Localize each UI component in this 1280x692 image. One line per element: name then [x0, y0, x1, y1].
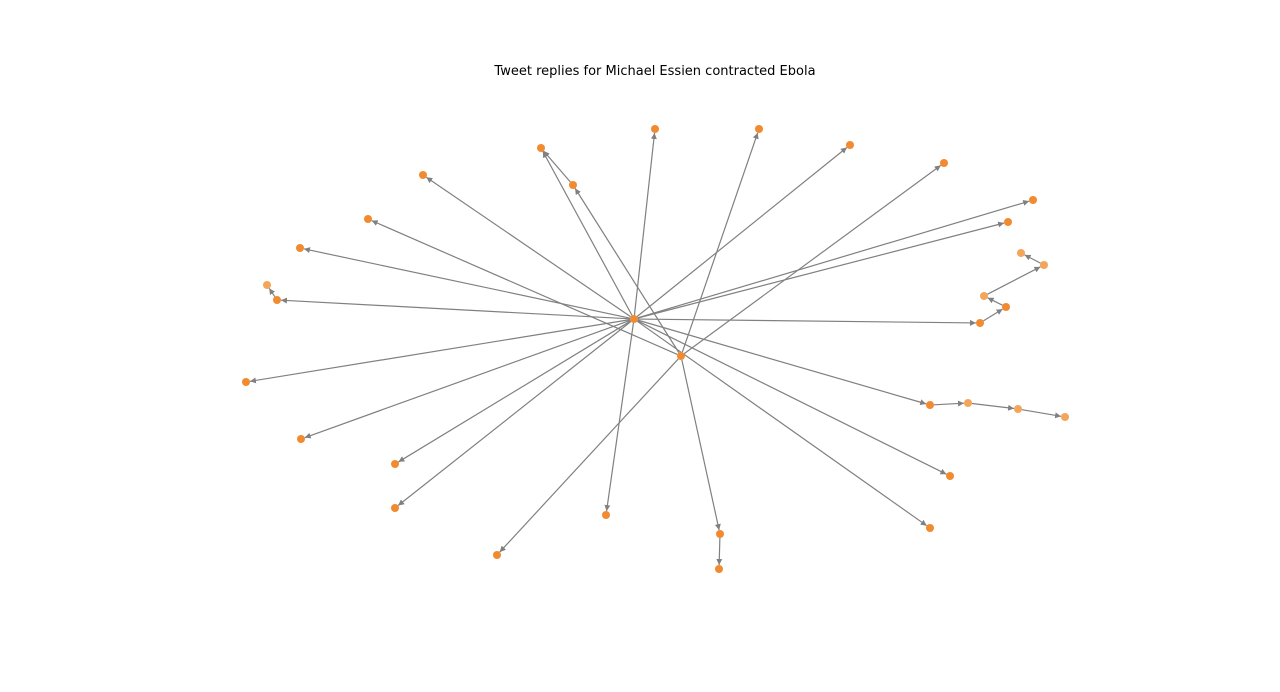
reply-edge — [971, 402, 1015, 411]
reply-edge — [637, 319, 927, 406]
tweet-node — [926, 524, 934, 532]
tweet-node — [1029, 196, 1037, 204]
reply-edge — [683, 164, 942, 355]
reply-edge — [637, 318, 977, 326]
tweet-node — [940, 159, 948, 167]
reply-edge — [499, 358, 679, 553]
tweet-node — [273, 296, 281, 304]
reply-edge — [681, 132, 759, 353]
tweet-node — [602, 511, 610, 519]
reply-edge — [249, 319, 631, 384]
reply-edge — [636, 320, 928, 527]
tweet-node — [755, 125, 763, 133]
reply-edge — [633, 132, 657, 316]
reply-edge — [636, 147, 848, 317]
reply-edge — [637, 199, 1030, 319]
tweet-node — [677, 352, 685, 360]
reply-edge — [637, 221, 1005, 319]
reply-edge — [574, 188, 680, 353]
tweet-node — [296, 244, 304, 252]
tweet-node — [263, 281, 271, 289]
tweet-node — [846, 141, 854, 149]
nodes-layer — [242, 125, 1069, 573]
tweet-node — [537, 144, 545, 152]
reply-edge — [987, 297, 1003, 306]
reply-edge — [304, 319, 631, 439]
reply-edge — [637, 320, 947, 475]
reply-edge — [268, 287, 276, 298]
tweet-node — [242, 378, 250, 386]
tweet-node — [976, 319, 984, 327]
tweet-node — [926, 401, 934, 409]
reply-edge — [280, 297, 631, 320]
reply-edge — [604, 322, 635, 512]
tweet-node — [1002, 303, 1010, 311]
tweet-node — [297, 435, 305, 443]
tweet-node — [1017, 249, 1025, 257]
reply-edge — [681, 359, 721, 531]
tweet-node — [1014, 405, 1022, 413]
tweet-node — [391, 460, 399, 468]
reply-edge — [425, 176, 632, 318]
edges-layer — [249, 132, 1062, 566]
reply-edge — [1024, 254, 1041, 264]
tweet-node — [1004, 218, 1012, 226]
tweet-node — [980, 292, 988, 300]
tweet-node — [946, 472, 954, 480]
reply-edge — [303, 247, 631, 319]
reply-edge — [933, 400, 965, 407]
tweet-node — [1040, 261, 1048, 269]
reply-edge — [542, 151, 633, 316]
tweet-node — [651, 125, 659, 133]
reply-edge — [1021, 409, 1062, 419]
tweet-node — [493, 551, 501, 559]
reply-edge — [983, 308, 1003, 322]
tweet-node — [364, 215, 372, 223]
tweet-node — [715, 565, 723, 573]
reply-edge — [397, 321, 632, 506]
tweet-node — [964, 399, 972, 407]
reply-edge — [543, 150, 571, 183]
reply-edge — [987, 266, 1041, 295]
reply-edge — [371, 220, 678, 355]
tweet-node — [1061, 413, 1069, 421]
chart-title: Tweet replies for Michael Essien contrac… — [493, 64, 815, 79]
tweet-node — [419, 171, 427, 179]
reply-edge — [716, 537, 723, 566]
tweet-node — [569, 181, 577, 189]
reply-edge — [398, 320, 631, 463]
tweet-node — [391, 504, 399, 512]
tweet-node — [716, 530, 724, 538]
tweet-node — [630, 315, 638, 323]
